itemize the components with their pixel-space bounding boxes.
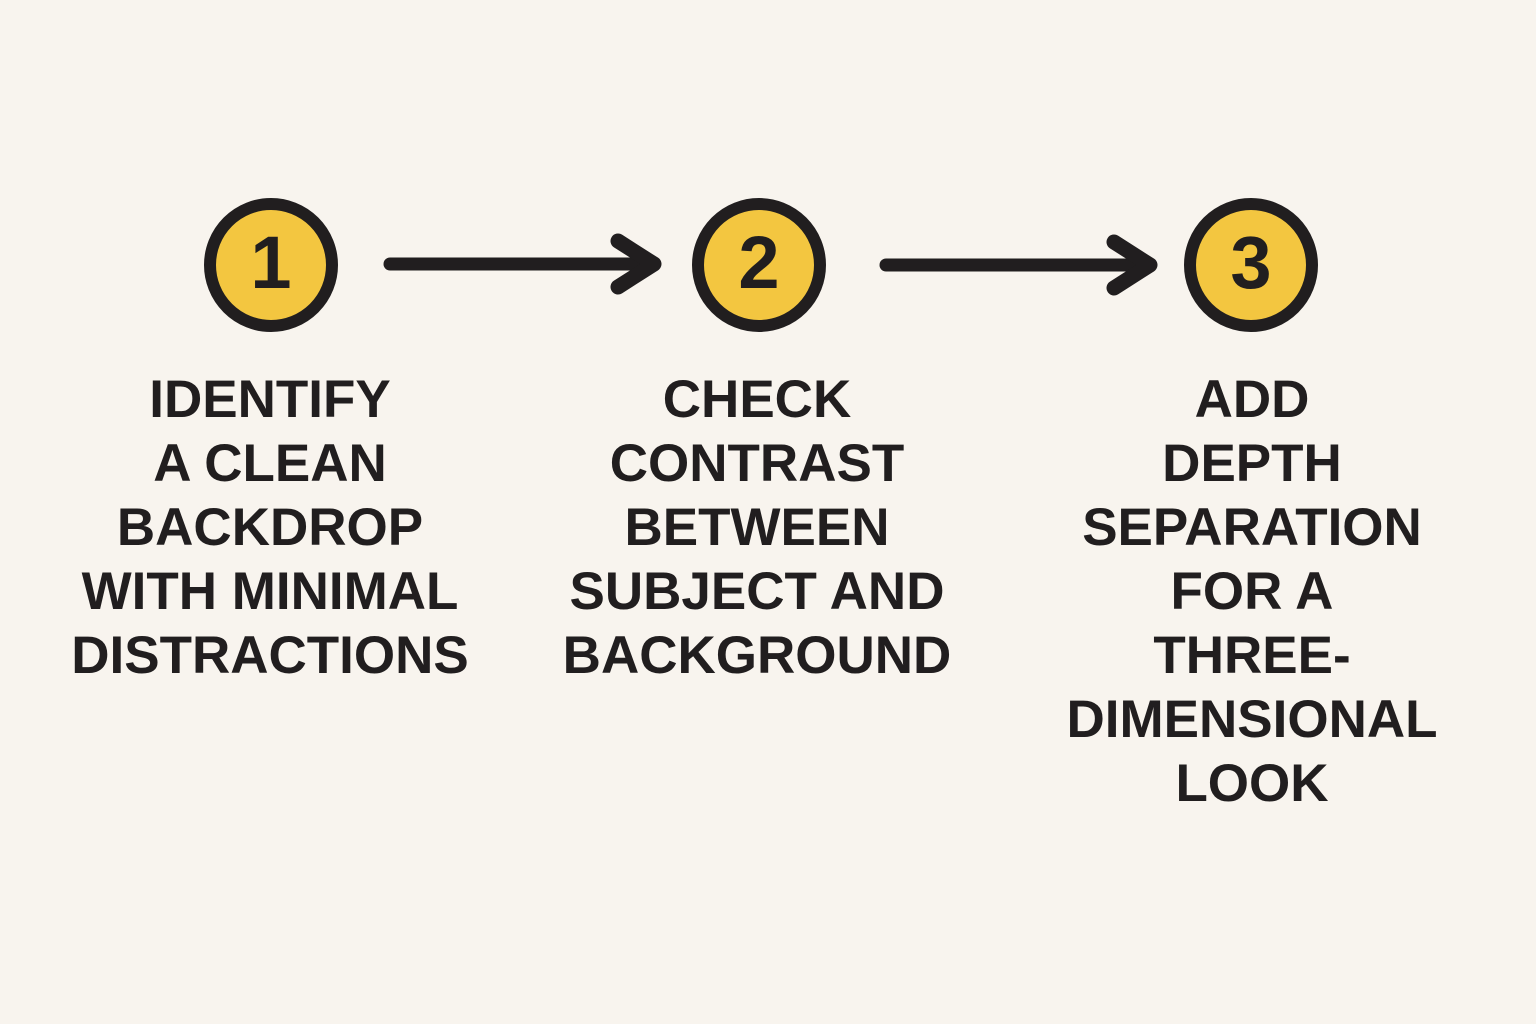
step-3-label: ADD DEPTH SEPARATION FOR A THREE- DIMENS… — [1066, 370, 1438, 813]
step-2-label: CHECK CONTRAST BETWEEN SUBJECT AND BACKG… — [562, 370, 952, 685]
right-arrow-icon — [383, 233, 662, 295]
step-2-circle: 2 — [692, 198, 826, 332]
step-1-number: 1 — [250, 221, 292, 304]
step-1-circle: 1 — [204, 198, 338, 332]
step-3-circle: 3 — [1184, 198, 1318, 332]
step-2-number: 2 — [738, 221, 780, 304]
right-arrow-icon — [879, 234, 1158, 296]
step-1-label: IDENTIFY A CLEAN BACKDROP WITH MINIMAL D… — [71, 370, 469, 685]
step-3-number: 3 — [1230, 221, 1272, 304]
